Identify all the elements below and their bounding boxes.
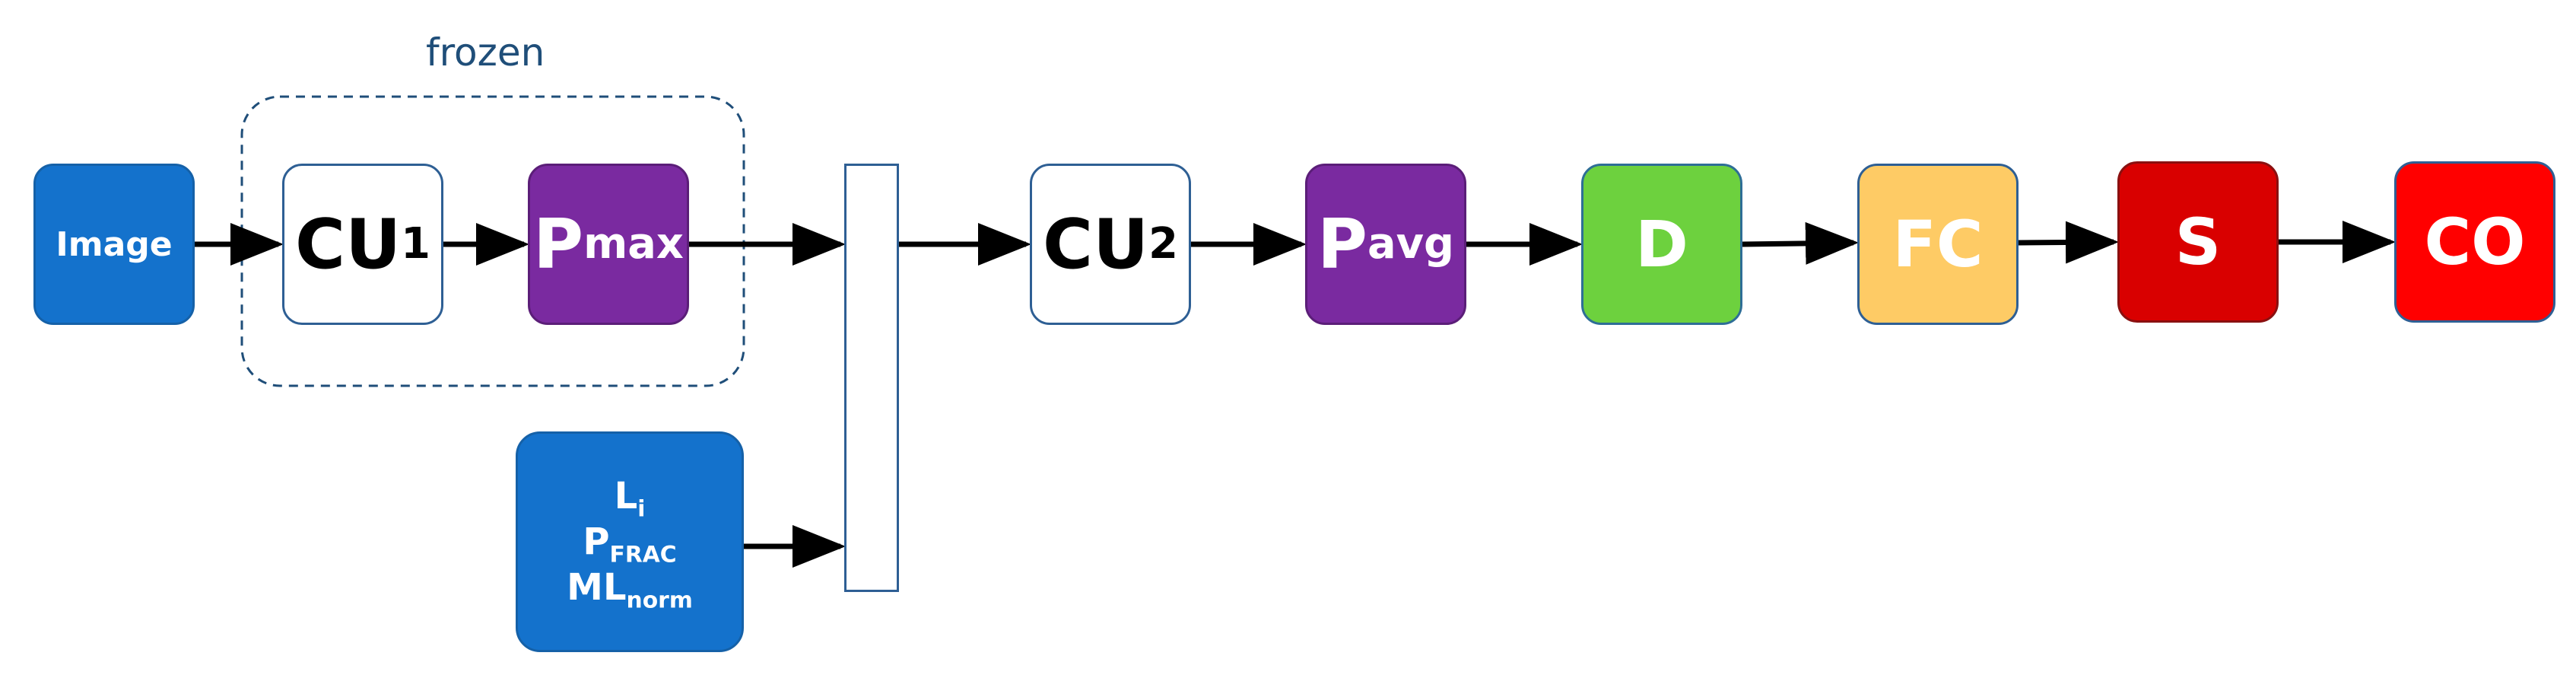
concatenation-bar	[844, 164, 899, 592]
s-node: S	[2117, 161, 2279, 323]
feature-mlnorm-base: ML	[567, 566, 627, 609]
feature-line-li: Li	[614, 473, 646, 523]
feature-pfrac-subscript: FRAC	[609, 541, 677, 568]
co-output-node: CO	[2394, 161, 2555, 323]
fc-node: FC	[1857, 164, 2019, 325]
fc-node-label: FC	[1892, 207, 1984, 282]
image-input-node: Image	[33, 164, 195, 325]
pmax-base-label: P	[533, 204, 584, 285]
feature-line-mlnorm: MLnorm	[567, 565, 693, 614]
d-node-label: D	[1635, 207, 1688, 282]
feature-li-subscript: i	[637, 495, 646, 523]
frozen-group-label: frozen	[426, 30, 545, 75]
co-node-label: CO	[2424, 205, 2526, 279]
d-node: D	[1581, 164, 1742, 325]
s-node-label: S	[2174, 205, 2222, 279]
feature-line-pfrac: PFRAC	[583, 519, 677, 568]
image-node-label: Image	[56, 224, 173, 264]
feature-mlnorm-subscript: norm	[626, 587, 693, 614]
features-input-node: Li PFRAC MLnorm	[516, 431, 744, 652]
feature-pfrac-base: P	[583, 520, 610, 563]
pavg-base-label: P	[1317, 204, 1367, 285]
feature-li-base: L	[614, 475, 638, 517]
arrow-fc-to-s	[2018, 221, 2119, 264]
cu1-base-label: CU	[295, 204, 402, 285]
arrow-d-to-fc	[1742, 221, 1859, 265]
cu2-base-label: CU	[1043, 204, 1149, 285]
